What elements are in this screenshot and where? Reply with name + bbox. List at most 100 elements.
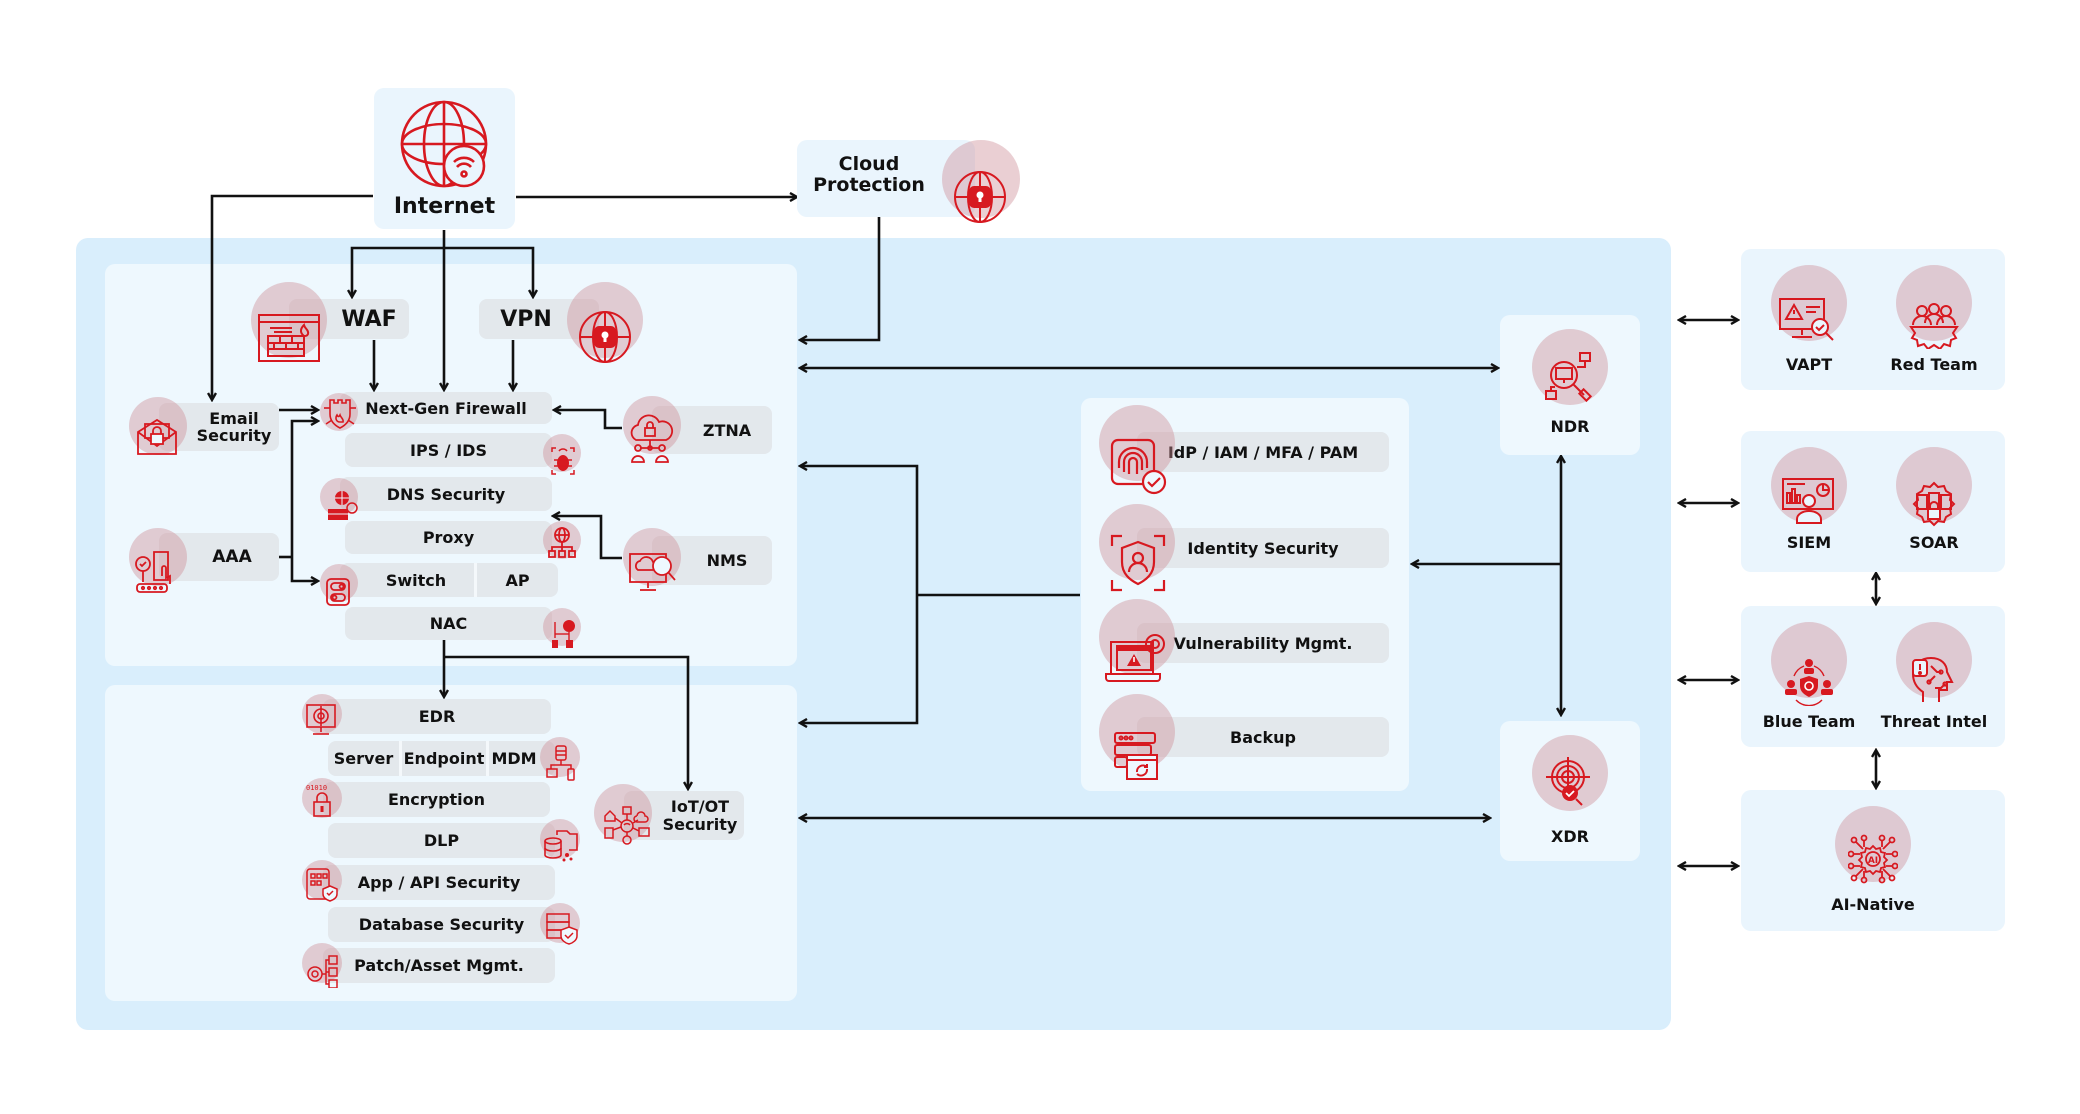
database-security-label: Database Security	[358, 915, 525, 934]
dlp-label: DLP	[423, 831, 460, 850]
aaa-node[interactable]: AAA	[159, 533, 279, 581]
aaa-to-switch-line	[290, 557, 318, 581]
dlp-node[interactable]: DLP	[328, 823, 555, 858]
cloud-protection-label: Cloud Protection	[809, 154, 929, 196]
ips-ids-label: IPS / IDS	[410, 440, 487, 460]
ngfw-label: Next-Gen Firewall	[365, 398, 527, 418]
gear-hierarchy-icon	[307, 955, 338, 988]
soc-operations-group: SIEM SOAR	[1741, 431, 2005, 572]
iot-hub-icon	[604, 806, 650, 845]
app-grid-shield-icon	[306, 868, 338, 902]
server-cell[interactable]: Server	[328, 741, 399, 776]
binary-lock-icon: 01010	[306, 784, 331, 817]
app-api-label: App / API Security	[357, 873, 521, 892]
ztna-icon-bubble	[623, 396, 681, 454]
patch-asset-node[interactable]: Patch/Asset Mgmt.	[323, 948, 555, 983]
head-alert-icon	[1911, 656, 1954, 702]
team-gear-icon	[1909, 303, 1959, 349]
database-security-node[interactable]: Database Security	[328, 907, 555, 942]
internet-to-email-line	[212, 194, 373, 400]
iot-label-line1: IoT/OT	[670, 796, 730, 816]
encryption-node[interactable]: Encryption	[323, 782, 550, 817]
threat-intel-icon-bubble	[1896, 622, 1972, 698]
internet-to-waf-line	[352, 246, 444, 297]
xdr-label: XDR	[1551, 827, 1589, 846]
dns-security-node[interactable]: DNS Security	[340, 477, 552, 511]
backup-node[interactable]: Backup	[1137, 717, 1389, 757]
nac-node[interactable]: NAC	[345, 607, 552, 640]
svg-text:01010: 01010	[306, 784, 327, 792]
nms-to-proxy-line	[553, 516, 622, 560]
idp-iam-mfa-pam-node[interactable]: IdP / IAM / MFA / PAM	[1137, 432, 1389, 472]
monitor-search-icon	[629, 553, 676, 591]
svg-text:AI: AI	[1868, 856, 1878, 866]
internet-label: Internet	[393, 194, 496, 219]
app-api-security-node[interactable]: App / API Security	[323, 865, 555, 900]
endpoint-label: Endpoint	[403, 749, 485, 768]
ips-ids-node[interactable]: IPS / IDS	[345, 433, 552, 467]
encryption-label: Encryption	[387, 790, 486, 809]
globe-server-icon	[328, 491, 358, 520]
gear-docs-lock-icon	[1912, 481, 1956, 527]
team-shield-icon	[1785, 659, 1833, 706]
xdr-node[interactable]: XDR	[1500, 721, 1640, 861]
globe-lock-icon	[954, 171, 1006, 223]
nms-label: NMS	[706, 551, 748, 570]
database-leak-icon	[544, 830, 578, 862]
toggle-switch-icon	[326, 578, 350, 606]
waf-icon-bubble	[251, 282, 327, 358]
edr-node[interactable]: EDR	[323, 699, 551, 734]
iot-ot-security-node[interactable]: IoT/OT Security	[624, 791, 744, 840]
ap-label: AP	[505, 570, 530, 590]
aaa-label: AAA	[212, 547, 252, 567]
globe-lock-icon	[579, 311, 631, 363]
vulnerability-mgmt-node[interactable]: Vulnerability Mgmt.	[1137, 623, 1389, 663]
ai-native-label: AI-Native	[1831, 895, 1915, 914]
ndr-node[interactable]: NDR	[1500, 315, 1640, 455]
endpoint-cell[interactable]: Endpoint	[399, 741, 486, 776]
nac-to-iot-line	[444, 655, 688, 789]
mdm-label: MDM	[491, 749, 537, 768]
identity-security-node[interactable]: Identity Security	[1137, 528, 1389, 568]
email-security-node[interactable]: Email Security	[159, 403, 279, 451]
server-shield-icon	[546, 913, 578, 945]
edr-label: EDR	[418, 707, 456, 726]
email-label-line2: Security	[196, 426, 272, 445]
identity-security-label: Identity Security	[1187, 538, 1339, 558]
switch-label: Switch	[385, 570, 447, 590]
ap-cell[interactable]: AP	[474, 563, 558, 597]
vpn-node[interactable]: VPN	[479, 299, 599, 339]
defensive-security-group: Blue Team Threat Intel	[1741, 606, 2005, 747]
email-label-line1: Email	[209, 409, 259, 428]
switch-ap-node[interactable]: Switch AP	[340, 563, 558, 597]
shield-user-icon	[1110, 534, 1166, 592]
ai-native-group[interactable]: AI AI-Native	[1741, 790, 2005, 931]
cloud-protection-node[interactable]: Cloud Protection	[797, 140, 975, 217]
iot-label-line2: Security	[662, 814, 738, 834]
internet-to-vpn-line	[444, 246, 533, 297]
offensive-security-group: VAPT Red Team	[1741, 249, 2005, 390]
ndr-label: NDR	[1550, 417, 1590, 436]
bug-scan-icon	[551, 447, 575, 475]
waf-label: WAF	[341, 306, 397, 332]
vpn-label: VPN	[500, 306, 552, 332]
network-search-icon	[1545, 352, 1593, 403]
switch-cell[interactable]: Switch	[340, 563, 474, 597]
edr-subtypes-node: Server Endpoint MDM	[328, 741, 555, 776]
cloud-lock-network-icon	[630, 414, 673, 463]
ztna-to-ngfw-line	[554, 410, 622, 430]
proxy-node[interactable]: Proxy	[345, 521, 552, 554]
globe-hierarchy-icon	[548, 527, 576, 558]
proxy-label: Proxy	[422, 528, 475, 547]
server-devices-icon	[546, 745, 575, 781]
ngfw-node[interactable]: Next-Gen Firewall	[340, 392, 552, 424]
vulnerability-label: Vulnerability Mgmt.	[1173, 633, 1353, 653]
internet-node[interactable]: Internet	[374, 88, 515, 229]
mdm-cell[interactable]: MDM	[486, 741, 555, 776]
monitor-target-icon	[306, 704, 336, 735]
cloud-to-perimeter-line	[800, 217, 881, 340]
ai-native-icon-bubble	[1835, 806, 1911, 882]
threat-intel-label: Threat Intel	[1880, 712, 1988, 731]
target-search-icon	[1546, 757, 1590, 806]
